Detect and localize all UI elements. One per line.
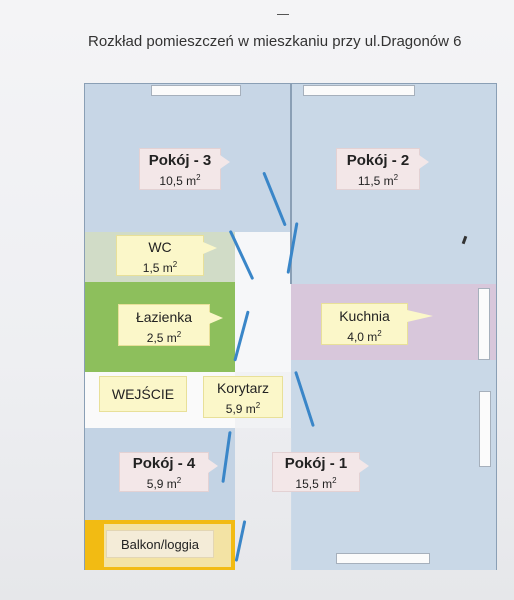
label-pokoj-4: Pokój - 4 5,9 m2 <box>119 452 209 492</box>
wall-outline-right <box>496 84 497 570</box>
pen-mark <box>277 14 289 15</box>
label-lazienka: Łazienka 2,5 m2 <box>118 304 210 346</box>
room-name: Korytarz <box>216 380 270 396</box>
room-name: Łazienka <box>135 309 193 325</box>
wall-center <box>290 84 292 284</box>
label-wc: WC 1,5 m2 <box>116 235 204 276</box>
label-pokoj-2: Pokój - 2 11,5 m2 <box>336 148 420 190</box>
pointer-kuchnia <box>407 310 433 322</box>
label-pokoj-1: Pokój - 1 15,5 m2 <box>272 452 360 492</box>
room-area: 15,5 m2 <box>295 476 337 491</box>
window-pokoj-1-side <box>479 391 491 467</box>
room-name: Pokój - 3 <box>148 152 212 169</box>
room-name: Pokój - 2 <box>346 152 410 169</box>
room-corridor-upper <box>235 232 291 372</box>
label-kuchnia: Kuchnia 4,0 m2 <box>321 303 408 345</box>
room-name: Kuchnia <box>339 308 390 324</box>
wall-outline-top <box>84 83 497 84</box>
wall-outline-left <box>84 84 85 570</box>
label-pokoj-3: Pokój - 3 10,5 m2 <box>139 148 221 190</box>
window-pokoj-1-bottom <box>336 553 430 564</box>
room-area: 10,5 m2 <box>159 173 201 188</box>
pointer-lazienka <box>209 312 223 324</box>
label-korytarz: Korytarz 5,9 m2 <box>203 376 283 418</box>
pointer-wc <box>203 242 217 254</box>
window-pokoj-2 <box>303 85 415 96</box>
pointer-pokoj-2 <box>419 155 429 169</box>
pointer-pokoj-1 <box>359 459 369 473</box>
plan-title: Rozkład pomieszczeń w mieszkaniu przy ul… <box>88 33 462 50</box>
window-kuchnia <box>478 288 490 360</box>
room-name: Balkon/loggia <box>120 537 200 552</box>
room-name: Pokój - 4 <box>132 455 196 472</box>
room-area: 5,9 m2 <box>225 401 261 416</box>
label-balkon: Balkon/loggia <box>106 530 214 558</box>
room-name: WC <box>148 239 172 255</box>
room-area: 5,9 m2 <box>146 476 182 491</box>
room-area: 1,5 m2 <box>142 260 178 275</box>
room-name: Pokój - 1 <box>284 455 348 472</box>
room-area: 4,0 m2 <box>347 329 382 344</box>
pointer-pokoj-3 <box>220 155 230 169</box>
room-area: 2,5 m2 <box>146 330 182 345</box>
label-wejscie: WEJŚCIE <box>99 376 187 412</box>
window-pokoj-3 <box>151 85 241 96</box>
room-pokoj-1-upper <box>291 360 496 428</box>
room-name: WEJŚCIE <box>111 386 175 402</box>
pointer-pokoj-4 <box>208 459 218 473</box>
room-area: 11,5 m2 <box>357 173 399 188</box>
